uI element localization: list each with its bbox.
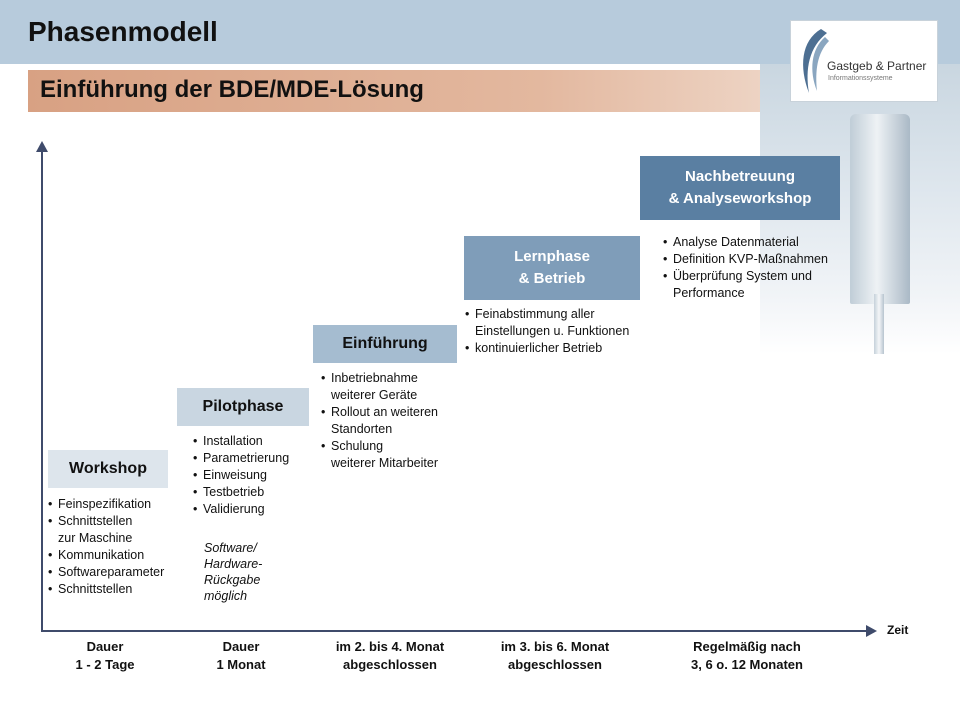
phase-einfuehrung-points: Inbetriebnahme weiterer Geräte Rollout a… bbox=[321, 370, 471, 472]
phase-pilot-duration: Dauer 1 Monat bbox=[216, 639, 266, 672]
list-item: Installation bbox=[193, 433, 323, 450]
list-item: Validierung bbox=[193, 501, 323, 518]
x-axis-arrow-icon bbox=[866, 625, 877, 637]
phase-nachbetreuung-box: Nachbetreuung & Analyseworkshop bbox=[640, 156, 840, 220]
phase-pilot-box: Pilotphase bbox=[177, 388, 309, 426]
list-item: Schulung weiterer Mitarbeiter bbox=[321, 438, 471, 472]
phase-einfuehrung-box: Einführung bbox=[313, 325, 457, 363]
list-item: Rollout an weiteren Standorten bbox=[321, 404, 471, 438]
page-title: Phasenmodell bbox=[28, 16, 218, 47]
list-item: Feinabstimmung aller Einstellungen u. Fu… bbox=[465, 306, 665, 340]
phase-nachbetreuung-points: Analyse Datenmaterial Definition KVP-Maß… bbox=[663, 234, 863, 302]
phase-lernphase-duration: im 3. bis 6. Monat abgeschlossen bbox=[500, 639, 610, 672]
phase-einfuehrung-duration: im 2. bis 4. Monat abgeschlossen bbox=[335, 639, 445, 672]
phase-pilot-points: Installation Parametrierung Einweisung T… bbox=[193, 433, 323, 518]
x-axis-label: Zeit bbox=[887, 623, 909, 637]
list-item: Definition KVP-Maßnahmen bbox=[663, 251, 863, 268]
list-item: Parametrierung bbox=[193, 450, 323, 467]
list-item: Inbetriebnahme weiterer Geräte bbox=[321, 370, 471, 404]
list-item: Testbetrieb bbox=[193, 484, 323, 501]
logo-swoosh-icon bbox=[803, 29, 829, 93]
logo-subtitle: Informationssysteme bbox=[828, 75, 893, 82]
list-item: Kommunikation bbox=[48, 547, 198, 564]
list-item: Überprüfung System und Performance bbox=[663, 268, 863, 302]
phase-workshop-box: Workshop bbox=[48, 450, 168, 488]
y-axis-arrow-icon bbox=[36, 141, 48, 152]
phase-lernphase-points: Feinabstimmung aller Einstellungen u. Fu… bbox=[465, 306, 665, 357]
list-item: Schnittstellen bbox=[48, 581, 198, 598]
list-item: Einweisung bbox=[193, 467, 323, 484]
company-logo: Gastgeb & Partner Informationssysteme bbox=[790, 20, 938, 102]
list-item: Feinspezifikation bbox=[48, 496, 198, 513]
page-subtitle: Einführung der BDE/MDE-Lösung bbox=[40, 76, 424, 103]
phase-workshop-duration: Dauer 1 - 2 Tage bbox=[75, 639, 135, 672]
phase-workshop-points: Feinspezifikation Schnittstellen zur Mas… bbox=[48, 496, 198, 598]
list-item: Softwareparameter bbox=[48, 564, 198, 581]
logo-name: Gastgeb & Partner bbox=[827, 59, 927, 73]
tool-shape bbox=[874, 294, 884, 354]
subtitle-band bbox=[28, 70, 761, 112]
phase-nachbetreuung-duration: Regelmäßig nach 3, 6 o. 12 Monaten bbox=[691, 639, 803, 672]
list-item: kontinuierlicher Betrieb bbox=[465, 340, 665, 357]
list-item: Schnittstellen zur Maschine bbox=[48, 513, 198, 547]
phase-pilot-note: Software/ Hardware- Rückgabe möglich bbox=[204, 541, 263, 603]
list-item: Analyse Datenmaterial bbox=[663, 234, 863, 251]
phase-lernphase-box: Lernphase & Betrieb bbox=[464, 236, 640, 300]
